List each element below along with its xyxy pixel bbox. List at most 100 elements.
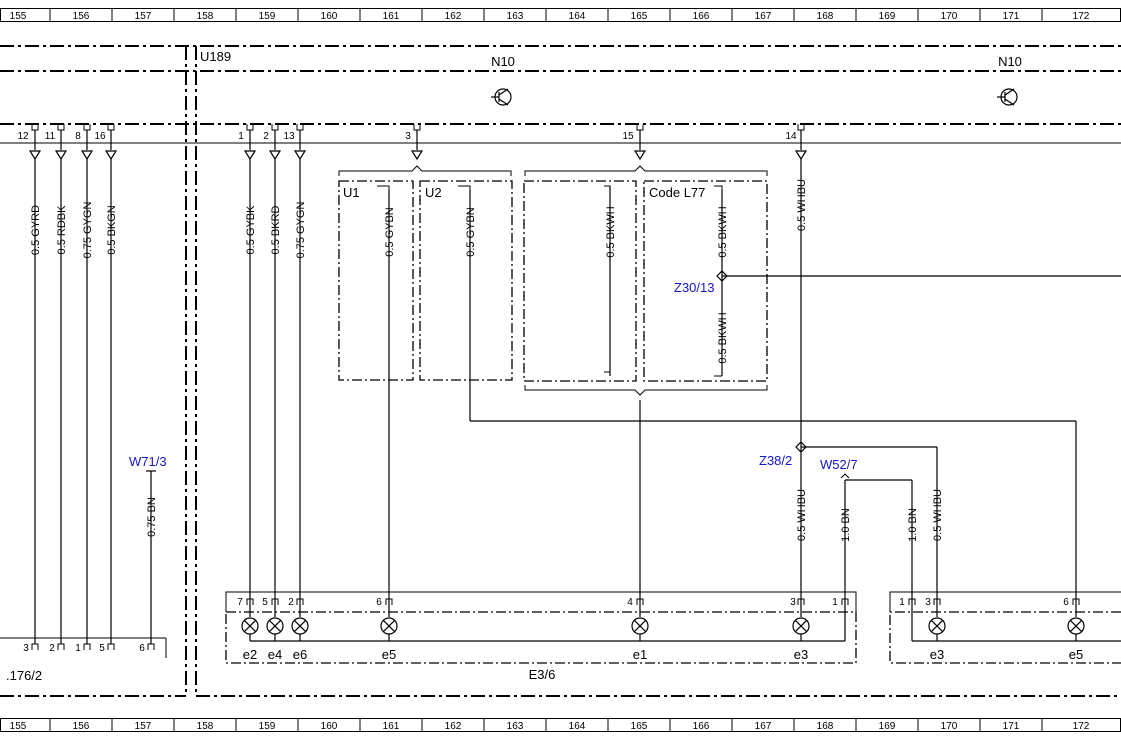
component-label-n10: N10 xyxy=(998,54,1022,69)
grid-number: 166 xyxy=(693,11,710,22)
pin-number: 13 xyxy=(283,131,295,142)
wire-label: 0.5 WHBU xyxy=(932,489,944,541)
grid-number: 158 xyxy=(197,11,214,22)
lamp-label: e3 xyxy=(930,647,944,662)
lamp-icon xyxy=(291,617,309,641)
grid-number: 170 xyxy=(941,721,958,732)
lamp-label: e1 xyxy=(633,647,647,662)
grid-number: 162 xyxy=(445,11,462,22)
pin-number: 8 xyxy=(75,131,81,142)
grid-number: 172 xyxy=(1073,721,1090,732)
lamp-unit-right xyxy=(889,591,1121,664)
pin-number: 2 xyxy=(49,643,55,654)
pin-number: 1 xyxy=(899,597,905,608)
wire-label: 0.5 BKGN xyxy=(106,205,118,255)
lamp-label: e2 xyxy=(243,647,257,662)
wire-label: 0.5 GYBN xyxy=(465,207,477,257)
lamp-icon xyxy=(792,617,810,641)
grid-number: 171 xyxy=(1003,11,1020,22)
connector-label-w71-3: W71/3 xyxy=(129,454,167,469)
connector-label-z38-2: Z38/2 xyxy=(759,453,792,468)
pin-number: 4 xyxy=(627,597,633,608)
transistor-icon xyxy=(997,88,1018,106)
component-label-e3-6: E3/6 xyxy=(529,667,556,682)
component-label-code-l77: Code L77 xyxy=(649,185,705,200)
wire-label: 0.75 GYGN xyxy=(82,202,94,259)
wire-label: 0.5 BKWH xyxy=(717,206,729,257)
pin-number: 3 xyxy=(790,597,796,608)
grid-number: 167 xyxy=(755,11,772,22)
bottom-grid-ruler: 155 156 157 158 159 160 161 162 163 164 … xyxy=(0,718,1121,732)
pin-number: 3 xyxy=(23,643,29,654)
grid-number: 156 xyxy=(73,11,90,22)
grid-number: 159 xyxy=(259,11,276,22)
pin-number: 3 xyxy=(405,131,411,142)
left-wires xyxy=(34,159,112,644)
grid-number: 163 xyxy=(507,721,524,732)
grid-number: 161 xyxy=(383,11,400,22)
top-connector-pins: 12 11 8 16 1 2 13 3 15 14 xyxy=(17,124,808,161)
grid-number: 168 xyxy=(817,721,834,732)
lamp-label: e5 xyxy=(382,647,396,662)
component-label-u2: U2 xyxy=(425,185,442,200)
component-label-n10: N10 xyxy=(491,54,515,69)
pin-number: 3 xyxy=(925,597,931,608)
wire-label: 0.5 GYRD xyxy=(30,205,42,255)
lamp-icon xyxy=(241,617,259,641)
pin-number: 1 xyxy=(238,131,244,142)
wire-label: 0.5 GYBK xyxy=(245,205,257,255)
grid-number: 168 xyxy=(817,11,834,22)
grid-number: 163 xyxy=(507,11,524,22)
pin-number: 16 xyxy=(94,131,106,142)
top-grid-ruler: 155 156 157 158 159 160 161 162 163 164 … xyxy=(0,8,1121,22)
grid-number: 167 xyxy=(755,721,772,732)
lamp-label: e5 xyxy=(1069,647,1083,662)
pin-number: 14 xyxy=(785,131,797,142)
lamp-icon xyxy=(380,617,398,641)
wire-label: 0.5 WHBU xyxy=(796,489,808,541)
grid-number: 160 xyxy=(321,721,338,732)
pin-number: 15 xyxy=(622,131,634,142)
main-wires xyxy=(249,159,301,605)
connector-label-w52-7: W52/7 xyxy=(820,457,858,472)
wire-label: 0.5 GYBN xyxy=(384,207,396,257)
wire-label: 1.0 BN xyxy=(907,508,919,542)
lamp-icon xyxy=(631,617,649,641)
grid-number: 170 xyxy=(941,11,958,22)
pin-number: 7 xyxy=(237,597,243,608)
grid-number: 156 xyxy=(73,721,90,732)
pin-number: 6 xyxy=(376,597,382,608)
wire-label: 1.0 BN xyxy=(840,508,852,542)
wire-label: 0.5 BKWH xyxy=(717,312,729,363)
w71-wire xyxy=(146,470,156,644)
grid-number: 165 xyxy=(631,11,648,22)
transistor-icon xyxy=(491,88,512,106)
partial-component-left: 3 2 1 5 6 xyxy=(0,637,167,658)
lamp-label: e6 xyxy=(293,647,307,662)
pin-number: 11 xyxy=(45,131,56,142)
variant-group-code-l77 xyxy=(523,165,1121,605)
pin-number: 2 xyxy=(288,597,294,608)
grid-number: 169 xyxy=(879,11,896,22)
lamp-icon xyxy=(266,617,284,641)
component-label-u189: U189 xyxy=(200,49,231,64)
wire-label: 0.5 BKWH xyxy=(605,206,617,257)
component-label-partial: .176/2 xyxy=(6,668,42,683)
grid-number: 171 xyxy=(1003,721,1020,732)
lamp-unit-e3-6 xyxy=(225,591,857,664)
pin-number: 5 xyxy=(99,643,105,654)
connector-label-z30-13: Z30/13 xyxy=(674,280,714,295)
wire-label: 0.5 WHBU xyxy=(796,179,808,231)
pin-number: 1 xyxy=(75,643,81,654)
grid-number: 172 xyxy=(1073,11,1090,22)
pin-number: 6 xyxy=(1063,597,1069,608)
wire-label: 0.75 GYGN xyxy=(295,202,307,259)
grid-number: 160 xyxy=(321,11,338,22)
lamp-label: e3 xyxy=(794,647,808,662)
pin-number: 12 xyxy=(17,131,29,142)
component-outlines xyxy=(0,45,1121,697)
grid-number: 166 xyxy=(693,721,710,732)
pin-number: 1 xyxy=(832,597,838,608)
grid-number: 164 xyxy=(569,721,586,732)
